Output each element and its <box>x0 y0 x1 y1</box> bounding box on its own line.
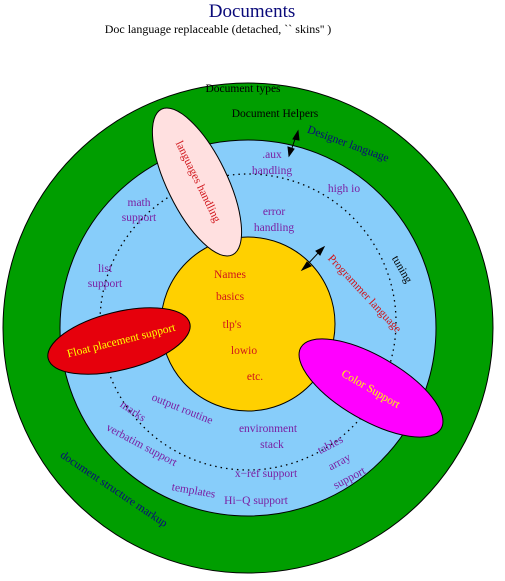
environment-label-line1: environment <box>239 423 298 435</box>
document-helpers-label: Document Helpers <box>232 108 319 120</box>
aux-label-line1: .aux <box>262 149 282 161</box>
error-label-line1: error <box>263 206 286 218</box>
core-basics-label: basics <box>216 291 245 303</box>
color-support-bubble: Color Support <box>298 338 444 438</box>
document-types-label: Document types <box>205 83 281 95</box>
math-label-line1: math <box>128 197 151 209</box>
dotted-boundary <box>99 173 397 471</box>
programmer-arrow <box>300 245 326 272</box>
subtitle: Doc language replaceable (detached, `` s… <box>105 22 332 36</box>
list-label-line1: list <box>98 263 113 275</box>
page-title: Documents <box>209 1 296 22</box>
environment-label-line2: stack <box>260 439 284 451</box>
core-tlps-label: tlp's <box>223 319 242 331</box>
error-label-line2: handling <box>254 222 294 234</box>
designer-arrow <box>287 129 300 158</box>
xref-support-label: x−ref support <box>235 468 298 480</box>
core-names-label: Names <box>214 269 246 281</box>
list-label-line2: support <box>88 278 123 290</box>
float-placement-bubble: Float placement support <box>47 307 191 375</box>
languages-handling-bubble: languages handling <box>151 107 243 257</box>
core-etc-label: etc. <box>247 371 263 383</box>
core-lowio-label: lowio <box>231 345 257 357</box>
hiq-support-label: Hi−Q support <box>224 495 288 507</box>
aux-label-line2: handling <box>252 165 292 177</box>
math-label-line2: support <box>122 212 157 224</box>
high-io-label: high io <box>328 183 361 195</box>
